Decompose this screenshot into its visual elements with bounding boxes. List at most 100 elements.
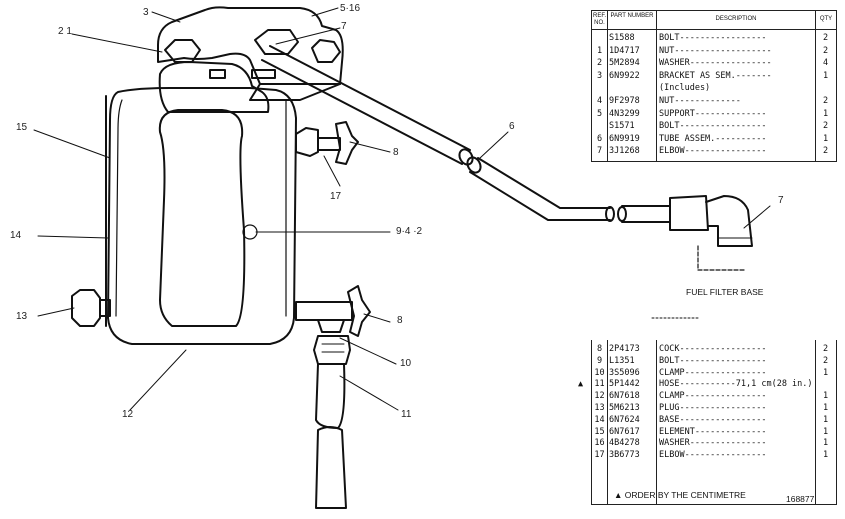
row-description: ELBOW---------------- xyxy=(659,450,767,461)
callout-12: 12 xyxy=(122,409,134,420)
row-ref-no: 5 xyxy=(596,108,603,119)
callout-5-16: 5·16 xyxy=(340,3,361,14)
row-description: BOLT----------------- xyxy=(659,33,767,43)
row-part-number: 6N9919 xyxy=(609,133,640,144)
row-description: NUT------------------- xyxy=(659,45,772,56)
row-ref-no: 9 xyxy=(596,355,603,366)
elbow-17 xyxy=(295,127,319,157)
bolt-head xyxy=(242,224,258,240)
row-ref-no: 12 xyxy=(594,391,605,402)
row-ref-no: 16 xyxy=(594,438,605,449)
row-description: NUT------------- xyxy=(659,96,741,106)
hose-mark: ▲ xyxy=(578,379,584,390)
row-qty: 1 xyxy=(822,450,829,461)
callout-6: 6 xyxy=(509,121,515,132)
row-ref-no: 6 xyxy=(596,133,603,144)
callout-9-4-2: 9·4 ·2 xyxy=(396,226,423,237)
hose-11 xyxy=(315,363,346,429)
row-part-number: 6N9922 xyxy=(609,70,640,81)
header-part-number: PART NUMBER xyxy=(610,13,654,19)
row-part-number: 3J1268 xyxy=(609,146,640,157)
cock-upper xyxy=(335,121,359,165)
callout-17: 17 xyxy=(330,191,342,202)
row-ref-no: 15 xyxy=(594,426,605,437)
row-qty: 1 xyxy=(822,426,829,437)
row-description: CLAMP---------------- xyxy=(659,367,767,378)
callout-7-right: 7 xyxy=(778,195,784,206)
row-description: BASE----------------- xyxy=(659,414,767,425)
row-qty: 2 xyxy=(822,45,829,56)
row-qty: 2 xyxy=(822,33,829,43)
callout-15: 15 xyxy=(16,122,28,133)
row-description: ELEMENT-------------- xyxy=(659,426,767,437)
row-description: CLAMP---------------- xyxy=(659,391,767,402)
row-part-number: 5M6213 xyxy=(609,403,640,413)
row-qty: 2 xyxy=(822,355,829,366)
drawing-number: 168877 xyxy=(786,494,815,504)
cock-lower xyxy=(295,301,353,321)
callout-8-lower: 8 xyxy=(397,315,403,326)
row-part-number: 4N3299 xyxy=(609,108,640,119)
row-description: BOLT----------------- xyxy=(659,121,767,132)
plug-13 xyxy=(71,289,101,327)
row-qty: 1 xyxy=(822,403,829,413)
row-part-number: S1571 xyxy=(609,121,635,132)
row-description: SUPPORT-------------- xyxy=(659,108,767,119)
row-ref-no: 14 xyxy=(594,414,605,425)
row-qty: 1 xyxy=(822,391,829,402)
filter-element-housing xyxy=(107,87,297,345)
row-ref-no: 4 xyxy=(596,96,603,106)
callout-14: 14 xyxy=(10,230,22,241)
row-ref-no: 10 xyxy=(594,367,605,378)
row-qty: 2 xyxy=(822,96,829,106)
row-ref-no: 11 xyxy=(594,379,605,390)
row-description: TUBE ASSEM.---------- xyxy=(659,133,767,144)
footer-note: ▲ ORDER BY THE CENTIMETRE xyxy=(614,490,746,500)
fuel-filter-base-label: FUEL FILTER BASE xyxy=(686,287,764,297)
row-qty: 2 xyxy=(822,121,829,132)
row-qty: 1 xyxy=(822,438,829,449)
row-description: ELBOW---------------- xyxy=(659,146,767,157)
row-qty: 1 xyxy=(822,70,829,81)
row-description: (Includes) xyxy=(659,83,711,94)
row-qty: 2 xyxy=(822,146,829,157)
row-part-number: 3S5096 xyxy=(609,367,640,378)
row-ref-no: 2 xyxy=(596,58,603,69)
row-ref-no: 3 xyxy=(596,70,603,81)
row-ref-no: 8 xyxy=(596,344,603,354)
elbow-7 xyxy=(669,195,709,231)
row-qty: 1 xyxy=(822,108,829,119)
row-ref-no: 17 xyxy=(594,450,605,461)
row-description: HOSE-----------71,1 cm(28 in.) xyxy=(659,379,813,390)
tube-assembly xyxy=(261,45,471,165)
row-description: WASHER--------------- xyxy=(659,438,767,449)
callout-3: 3 xyxy=(143,7,149,18)
callout-2-1: 2 1 xyxy=(58,26,72,37)
row-part-number: 5M2894 xyxy=(609,58,640,69)
row-qty: 1 xyxy=(822,367,829,378)
row-description: PLUG----------------- xyxy=(659,403,767,413)
header-description: DESCRIPTION xyxy=(715,16,757,22)
row-part-number: L1351 xyxy=(609,355,635,366)
row-description: BOLT----------------- xyxy=(659,355,767,366)
row-part-number: 3B6773 xyxy=(609,450,640,461)
callout-8-upper: 8 xyxy=(393,147,399,158)
row-part-number: 6N7617 xyxy=(609,426,640,437)
row-part-number: 4B4278 xyxy=(609,438,640,449)
row-ref-no: 1 xyxy=(596,45,603,56)
row-part-number: 6N7618 xyxy=(609,391,640,402)
callout-7-top: 7 xyxy=(341,21,347,32)
row-qty: 4 xyxy=(822,58,829,69)
fuel-filter-base-outline xyxy=(697,245,745,271)
row-description: COCK----------------- xyxy=(659,344,767,354)
row-qty: 1 xyxy=(822,133,829,144)
callout-10: 10 xyxy=(400,358,412,369)
bracket-nut-left xyxy=(164,39,201,63)
parts-table-top: REF. NO. PART NUMBER DESCRIPTION QTY S15… xyxy=(591,10,837,162)
row-part-number: 5P1442 xyxy=(609,379,640,390)
row-description: WASHER---------------- xyxy=(659,58,772,69)
callout-11: 11 xyxy=(401,409,412,420)
callout-13: 13 xyxy=(16,311,28,322)
bracket-assembly xyxy=(157,6,344,85)
